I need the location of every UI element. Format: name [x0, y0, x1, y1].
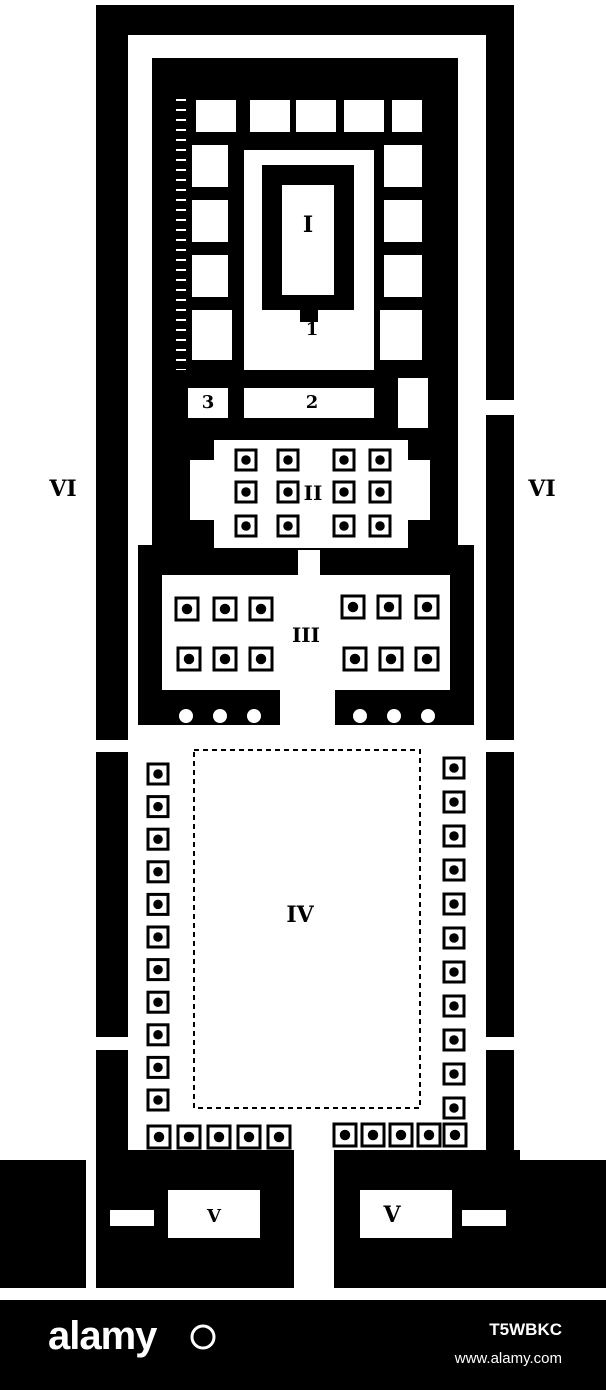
column-shaft [153, 769, 163, 779]
column-shaft [213, 1131, 225, 1143]
label-sanctuary: I [303, 212, 313, 238]
label-side-room-3: 3 [202, 392, 215, 413]
column-shaft [449, 967, 459, 977]
column-shaft [449, 1129, 461, 1141]
column-shaft [183, 1131, 195, 1143]
hypostyle-hall-large [160, 575, 455, 725]
column-shaft [375, 521, 385, 531]
outer-enclosure-wall [96, 5, 514, 1160]
label-antechamber-2: 2 [306, 392, 319, 413]
label-hypostyle-III: III [292, 623, 320, 647]
column-shaft [153, 801, 163, 812]
column-shaft [183, 653, 195, 665]
label-corridor-right: VI [527, 476, 555, 502]
column-shaft [449, 933, 459, 943]
label-pylon-left: V [206, 1206, 222, 1227]
column-shaft [219, 653, 231, 665]
column-shaft [449, 1035, 459, 1045]
transverse-wall [172, 370, 438, 435]
column-shaft [181, 603, 193, 615]
column-shaft [255, 653, 267, 665]
staircase [176, 99, 186, 371]
watermark-footer: alamy T5WBKC www.alamy.com [0, 1300, 606, 1390]
column-shaft [421, 653, 433, 665]
column-shaft [153, 997, 163, 1007]
peristyle-court [193, 749, 421, 1109]
column-shaft [347, 601, 359, 613]
column-shaft [153, 1095, 163, 1105]
column-shaft [385, 653, 397, 665]
column-shaft [153, 834, 163, 844]
column-shaft [153, 1062, 163, 1073]
column-shaft [449, 1001, 459, 1011]
column-shaft [449, 831, 459, 841]
label-hypostyle-II: II [304, 481, 323, 505]
column-shaft [339, 521, 349, 531]
column-shaft [153, 899, 163, 910]
column-shaft [153, 932, 163, 942]
column-shaft [339, 1129, 351, 1141]
image-id: T5WBKC [489, 1320, 562, 1339]
column-shaft [283, 521, 293, 531]
column-shaft [219, 603, 231, 615]
column-shaft [243, 1131, 255, 1143]
column-shaft [375, 487, 385, 497]
column-shaft [273, 1131, 285, 1143]
columns-court-IV [146, 756, 468, 1150]
column-shaft [153, 1030, 163, 1040]
inner-temple-wall [138, 58, 474, 725]
column-shaft [449, 797, 459, 807]
column-shaft [153, 964, 163, 975]
site-url: www.alamy.com [454, 1350, 562, 1367]
column-shaft [241, 521, 251, 531]
column-shaft [339, 487, 349, 497]
label-court-IV: IV [286, 902, 314, 928]
column-shaft [349, 653, 361, 665]
sanctuary-chambers [172, 80, 438, 380]
column-shaft [241, 487, 251, 497]
column-shaft [241, 455, 251, 465]
column-shaft [395, 1129, 407, 1141]
column-shaft [449, 1103, 459, 1113]
column-shaft [421, 601, 433, 613]
column-shaft [367, 1129, 379, 1141]
column-shaft [449, 899, 459, 909]
column-shaft [283, 455, 293, 465]
column-shaft [283, 487, 293, 497]
column-shaft [383, 601, 395, 613]
temple-floor-plan: I 1 2 3 II III IV V V VI VI [0, 5, 606, 1288]
pylon-towers [0, 1150, 606, 1288]
column-shaft [449, 1069, 459, 1079]
label-antechamber-1: 1 [306, 319, 319, 340]
columns-hall-II [234, 448, 392, 538]
column-shaft [153, 867, 163, 877]
columns-hall-III [174, 594, 440, 672]
alamy-a-icon [190, 1324, 216, 1350]
brand-logo-text: alamy [48, 1314, 157, 1358]
label-pylon-right: V [382, 1202, 401, 1228]
column-shaft [153, 1131, 165, 1143]
column-shaft [449, 865, 459, 875]
column-shaft [339, 455, 349, 465]
column-shaft [255, 603, 267, 615]
label-corridor-left: VI [48, 476, 76, 502]
column-shaft [423, 1129, 435, 1141]
column-shaft [449, 763, 459, 773]
column-shaft [375, 455, 385, 465]
